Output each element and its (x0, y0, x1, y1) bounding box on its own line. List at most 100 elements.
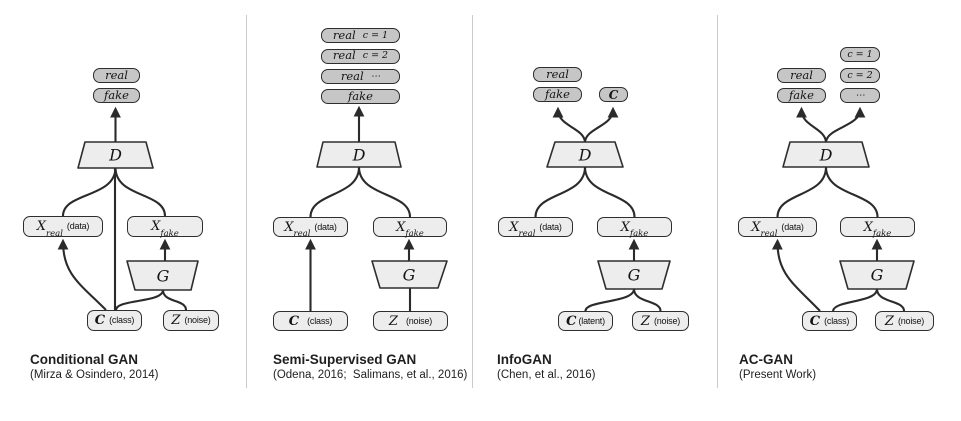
p2-x-fake-subscript: fake (405, 228, 424, 239)
p3-citation: (Chen, et al., 2016) (497, 369, 596, 381)
p1-caption: Conditional GAN (Mirza & Osindero, 2014) (30, 351, 158, 383)
p3-output-c: C (599, 87, 628, 102)
p2-discriminator-label: D (352, 145, 366, 164)
p4-x-fake-symbol: X (863, 219, 873, 235)
p4-output-fake: fake (777, 88, 826, 103)
p4-arrow-c-to-xreal (771, 238, 821, 312)
panel2-trapezoids (316, 141, 448, 289)
p1-x-real-symbol: X (36, 219, 47, 234)
p4-output-c2: c = 2 (840, 68, 880, 83)
p3-c-input-box: C(latent) (558, 311, 613, 331)
p4-x-real-symbol: X (751, 219, 761, 235)
p4-cdots-label: ⋯ (855, 89, 865, 101)
p2-out2-class: ⋯ (370, 70, 381, 82)
p1-wire-c-to-g (114, 289, 165, 311)
p1-x-fake-subscript: fake (160, 228, 179, 239)
p2-out2-label: real (340, 68, 364, 83)
p2-c-symbol: C (288, 313, 300, 329)
p3-arrow-d-to-fake (552, 106, 587, 143)
p1-wire-xreal-to-d (61, 167, 117, 217)
p1-wire-xfake-to-d (114, 167, 167, 217)
p1-wire-z-to-g (161, 289, 188, 311)
p2-x-real-symbol: X (284, 219, 294, 235)
p2-z-symbol: Z (388, 313, 398, 329)
panel3-wires (534, 106, 662, 312)
p2-generator-label: G (402, 265, 416, 284)
p3-caption: InfoGAN (Chen, et al., 2016) (497, 351, 595, 383)
p1-x-fake-symbol: X (151, 219, 161, 234)
p1-output-real: real (93, 68, 140, 83)
p3-output-fake-label: fake (545, 86, 570, 101)
p1-output-real-label: real (105, 67, 128, 82)
p4-output-c1: c = 1 (840, 47, 880, 62)
p4-x-fake-subscript: fake (872, 228, 892, 239)
p4-wire-c-to-g (831, 288, 879, 312)
p3-c-symbol: C (566, 313, 577, 329)
p3-output-real: real (533, 67, 582, 82)
p1-z-note: (noise) (184, 315, 211, 325)
p4-c-symbol: C (809, 313, 821, 329)
p1-c-input-box: C(class) (87, 310, 142, 331)
p4-arrow-d-to-classes (824, 106, 866, 143)
p2-x-real-subscript: real (293, 228, 311, 239)
p4-discriminator-label: D (819, 145, 833, 164)
p2-out3-label: fake (348, 88, 373, 103)
p4-caption: AC-GAN (Present Work) (739, 351, 816, 383)
p1-x-real-note: (data) (66, 221, 90, 231)
p1-discriminator-label: D (109, 145, 122, 165)
p3-x-fake-symbol: X (620, 219, 630, 235)
p3-z-input-box: Z(noise) (632, 311, 689, 331)
p3-discriminator-label: D (578, 145, 592, 164)
p1-c-note: (class) (109, 315, 135, 325)
p3-x-real-symbol: X (509, 219, 519, 235)
p3-x-fake-subscript: fake (629, 228, 649, 239)
p4-x-real-subscript: real (760, 228, 778, 239)
p1-c-symbol: C (94, 313, 106, 328)
p2-z-note: (noise) (405, 315, 433, 326)
p4-wire-xfake-to-d (824, 166, 879, 218)
panel-separator (246, 15, 247, 388)
p3-z-symbol: Z (640, 313, 650, 329)
p3-x-real-subscript: real (518, 228, 536, 239)
panel-separator (716, 15, 718, 388)
p1-z-symbol: Z (171, 313, 181, 328)
p4-z-input-box: Z(noise) (875, 311, 934, 331)
p4-c1-label: c = 1 (847, 48, 873, 60)
p2-c-note: (class) (307, 315, 333, 326)
p3-title: InfoGAN (497, 352, 552, 367)
p2-z-input-box: Z (noise) (373, 311, 448, 331)
panel3-trapezoids (546, 141, 671, 290)
p2-caption: Semi-Supervised GAN (Odena, 2016; Salima… (273, 351, 467, 383)
p2-wire-xreal-to-d (309, 166, 361, 218)
p3-generator-label: G (627, 265, 641, 285)
p2-x-real-note: (data) (314, 221, 337, 232)
p2-citation: (Odena, 2016; Salimans, et al., 2016) (273, 369, 468, 381)
p2-output-fake: fake (321, 89, 400, 104)
p4-wire-xreal-to-d (776, 166, 828, 218)
p4-z-note: (noise) (897, 315, 925, 326)
p3-wire-c-to-g (584, 288, 636, 312)
p3-c-note: (latent) (578, 315, 605, 326)
p4-output-real-label: real (790, 67, 813, 82)
p1-arrow-c-to-xreal (57, 238, 107, 311)
p1-citation: (Mirza & Osindero, 2014) (30, 369, 159, 381)
panel-separator (471, 15, 473, 388)
p3-wire-xreal-to-d (534, 166, 587, 218)
p4-generator-label: G (870, 265, 884, 285)
p2-output-real-etc: real ⋯ (321, 69, 400, 84)
p1-z-input-box: Z(noise) (163, 310, 219, 331)
panel4-trapezoids (782, 141, 915, 290)
p1-x-real-subscript: real (46, 228, 63, 239)
p3-wire-xfake-to-d (583, 166, 636, 218)
p4-c2-label: c = 2 (847, 69, 873, 81)
p2-out1-label: real (332, 48, 356, 63)
p4-output-real: real (777, 68, 826, 83)
